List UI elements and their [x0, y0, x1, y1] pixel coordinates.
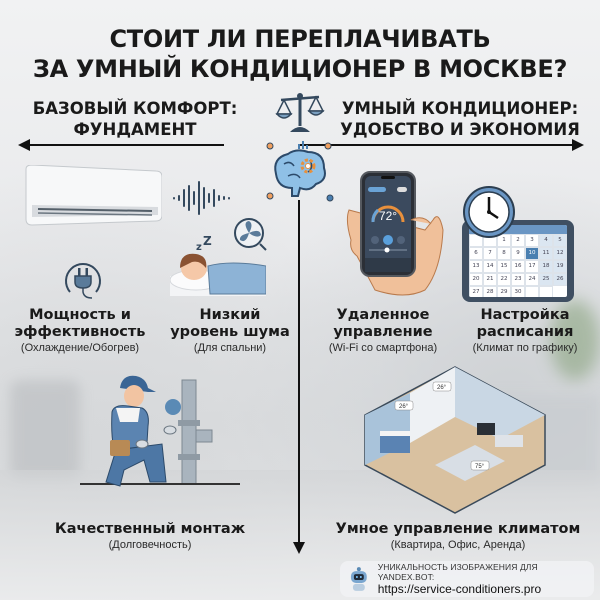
- calendar-day: 5: [553, 234, 567, 247]
- feature-schedule: Настройка расписания (Климат по графику): [455, 307, 595, 355]
- power-plug-icon: [65, 263, 101, 299]
- calendar-day: 11: [539, 247, 553, 260]
- room-temp-study: 75°: [475, 464, 485, 470]
- footer-badge: УНИКАЛЬНОСТЬ ИЗОБРАЖЕНИЯ ДЛЯ YANDEX.BOT:…: [340, 561, 594, 597]
- calendar-day: 12: [553, 247, 567, 260]
- feature-title: управление: [333, 324, 433, 340]
- svg-text:Z: Z: [203, 236, 212, 248]
- robot-icon: [350, 567, 367, 591]
- feature-subtitle: (Климат по графику): [472, 342, 578, 354]
- apartment-icon: 26° 26° 75°: [364, 366, 546, 514]
- calendar-day: 23: [511, 273, 525, 286]
- feature-low-noise: Низкий уровень шума (Для спальни): [160, 307, 300, 355]
- feature-power-efficiency: Мощность и эффективность (Охлаждение/Обо…: [0, 307, 160, 355]
- clock-icon: [463, 186, 515, 238]
- badge-url[interactable]: https://service-conditioners.pro: [377, 582, 542, 596]
- left-arrowhead: [18, 139, 30, 151]
- left-arrow-line: [22, 144, 224, 146]
- feature-remote-control: Удаленное управление (Wi-Fi со смартфона…: [318, 307, 448, 355]
- room-temp-bedroom: 26°: [399, 404, 409, 410]
- feature-title: Удаленное: [336, 307, 430, 323]
- calendar-day: 22: [497, 273, 511, 286]
- brain-gear-icon: [266, 141, 334, 202]
- background-plant: [550, 300, 600, 380]
- calendar-day: 6: [469, 247, 483, 260]
- feature-title: Умное управление климатом: [335, 521, 581, 537]
- page-title: СТОИТ ЛИ ПЕРЕПЛАЧИВАТЬ ЗА УМНЫЙ КОНДИЦИО…: [0, 24, 600, 84]
- smartphone-icon: 72°: [346, 171, 444, 296]
- calendar-day: 9: [511, 247, 525, 260]
- calendar-day: 21: [483, 273, 497, 286]
- calendar-day: 18: [539, 260, 553, 273]
- calendar-day: 4: [539, 234, 553, 247]
- feature-title: Качественный монтаж: [54, 521, 246, 537]
- right-heading: УМНЫЙ КОНДИЦИОНЕР: УДОБСТВО И ЭКОНОМИЯ: [340, 98, 580, 140]
- feature-title: Настройка: [480, 307, 570, 323]
- feature-subtitle: (Для спальни): [193, 342, 267, 354]
- calendar-day: 1: [497, 234, 511, 247]
- calendar-day: 28: [483, 286, 497, 297]
- feature-title: расписания: [476, 324, 574, 340]
- calendar-day: [525, 286, 539, 297]
- calendar-day: 2: [511, 234, 525, 247]
- right-heading-line-2: УДОБСТВО И ЭКОНОМИЯ: [340, 120, 580, 139]
- background-chair: [10, 380, 80, 480]
- installer-icon: [80, 375, 240, 487]
- sleeping-person-icon: z Z: [170, 236, 266, 296]
- calendar-day: [539, 286, 553, 297]
- right-arrowhead: [572, 139, 584, 151]
- calendar-day: 24: [525, 273, 539, 286]
- down-arrowhead: [293, 542, 305, 554]
- right-heading-line-1: УМНЫЙ КОНДИЦИОНЕР:: [341, 99, 579, 118]
- air-conditioner-icon: [25, 165, 162, 226]
- calendar-day: 15: [497, 260, 511, 273]
- calendar-day: 27: [469, 286, 483, 297]
- title-line-2: ЗА УМНЫЙ КОНДИЦИОНЕР В МОСКВЕ?: [32, 55, 568, 83]
- phone-temperature: 72°: [379, 209, 397, 223]
- calendar-day: 25: [539, 273, 553, 286]
- right-arrow-line: [298, 144, 576, 146]
- calendar-day: 14: [483, 260, 497, 273]
- calendar-day: 7: [483, 247, 497, 260]
- feature-title: эффективность: [14, 324, 146, 340]
- feature-title: Мощность и: [29, 307, 131, 323]
- center-divider-line: [298, 200, 300, 545]
- feature-subtitle: (Долговечность): [108, 539, 192, 551]
- left-heading-line-1: БАЗОВЫЙ КОМФОРТ:: [32, 99, 238, 118]
- room-temp-office: 26°: [437, 385, 447, 391]
- calendar-day: 29: [497, 286, 511, 297]
- svg-text:z: z: [196, 242, 202, 253]
- feature-subtitle: (Квартира, Офис, Аренда): [390, 539, 526, 551]
- calendar-day: 10: [525, 247, 539, 260]
- title-line-1: СТОИТ ЛИ ПЕРЕПЛАЧИВАТЬ: [109, 25, 491, 53]
- calendar-day: 8: [497, 247, 511, 260]
- calendar-day: 13: [469, 260, 483, 273]
- feature-subtitle: (Охлаждение/Обогрев): [20, 342, 140, 354]
- left-heading-line-2: ФУНДАМЕНТ: [73, 120, 197, 139]
- calendar-day: 30: [511, 286, 525, 297]
- feature-smart-climate: Умное управление климатом (Квартира, Офи…: [318, 521, 598, 552]
- calendar-day: 26: [553, 273, 567, 286]
- calendar-day: 17: [525, 260, 539, 273]
- calendar-day: 3: [525, 234, 539, 247]
- feature-title: Низкий: [199, 307, 261, 323]
- feature-installation: Качественный монтаж (Долговечность): [20, 521, 280, 552]
- feature-title: уровень шума: [170, 324, 290, 340]
- badge-label: УНИКАЛЬНОСТЬ ИЗОБРАЖЕНИЯ ДЛЯ YANDEX.BOT:: [377, 562, 538, 582]
- sound-wave-icon: [173, 181, 230, 215]
- left-heading: БАЗОВЫЙ КОМФОРТ: ФУНДАМЕНТ: [30, 98, 240, 140]
- scales-icon: [275, 93, 325, 132]
- feature-subtitle: (Wi-Fi со смартфона): [328, 342, 438, 354]
- calendar-day: 16: [511, 260, 525, 273]
- fan-icon: [234, 218, 267, 251]
- calendar-day: 20: [469, 273, 483, 286]
- calendar-day: 19: [553, 260, 567, 273]
